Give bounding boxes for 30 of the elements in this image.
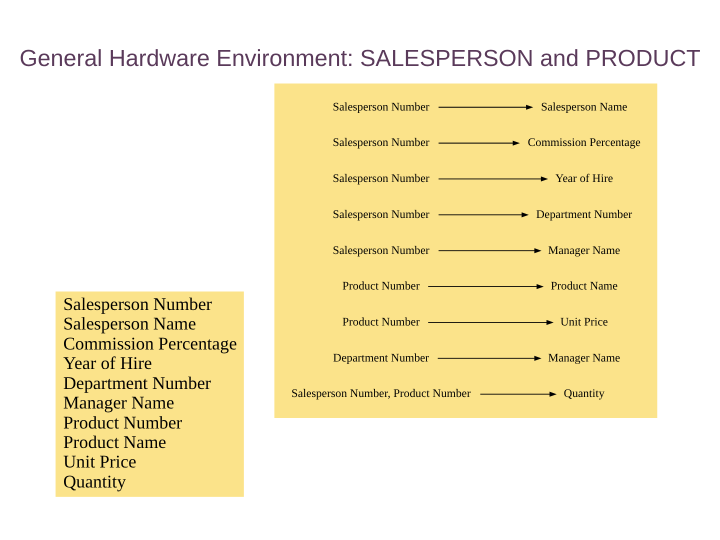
node-text: Product Number [342, 280, 420, 293]
arrow [438, 104, 534, 110]
node-text: Manager Name [548, 351, 620, 364]
node-text: Salesperson Number [332, 100, 430, 114]
node-text: Product Number [342, 316, 420, 329]
node-text: Department Number [536, 208, 632, 221]
node-text: Salesperson Number [332, 172, 430, 186]
node-text: Quantity [564, 387, 605, 400]
node-text: Salesperson Number [332, 208, 430, 221]
node-text: Salesperson Name [541, 100, 628, 114]
node-text: Year of Hire [555, 172, 613, 186]
node-text: Department Number [333, 351, 430, 364]
arrow [428, 284, 544, 290]
node-text: Manager Name [548, 244, 620, 257]
node-text: Salesperson Number [332, 244, 430, 257]
arrow [428, 320, 554, 325]
arrow [438, 176, 548, 182]
node-box: Salesperson Number Salesperson Name Commission Percentage Year of Hire Department Number Manager Name Product Number Product Name Unit Price Quantity [56, 292, 244, 497]
arrow [438, 248, 542, 254]
arrow [438, 140, 520, 146]
node-text: Product Name [550, 280, 618, 293]
arrow [480, 392, 557, 397]
diagram-title: General Hardware Environment: SALESPERSON and PRODUCT [19, 44, 701, 71]
cluster [274, 84, 658, 418]
arrow [437, 356, 542, 361]
node-text: Salesperson Number, Product Number [291, 387, 471, 400]
arrow [438, 212, 529, 218]
node-text: Commission Percentage [528, 136, 641, 150]
node-text: Unit Price [560, 316, 608, 329]
node-text: Salesperson Number [332, 136, 430, 150]
